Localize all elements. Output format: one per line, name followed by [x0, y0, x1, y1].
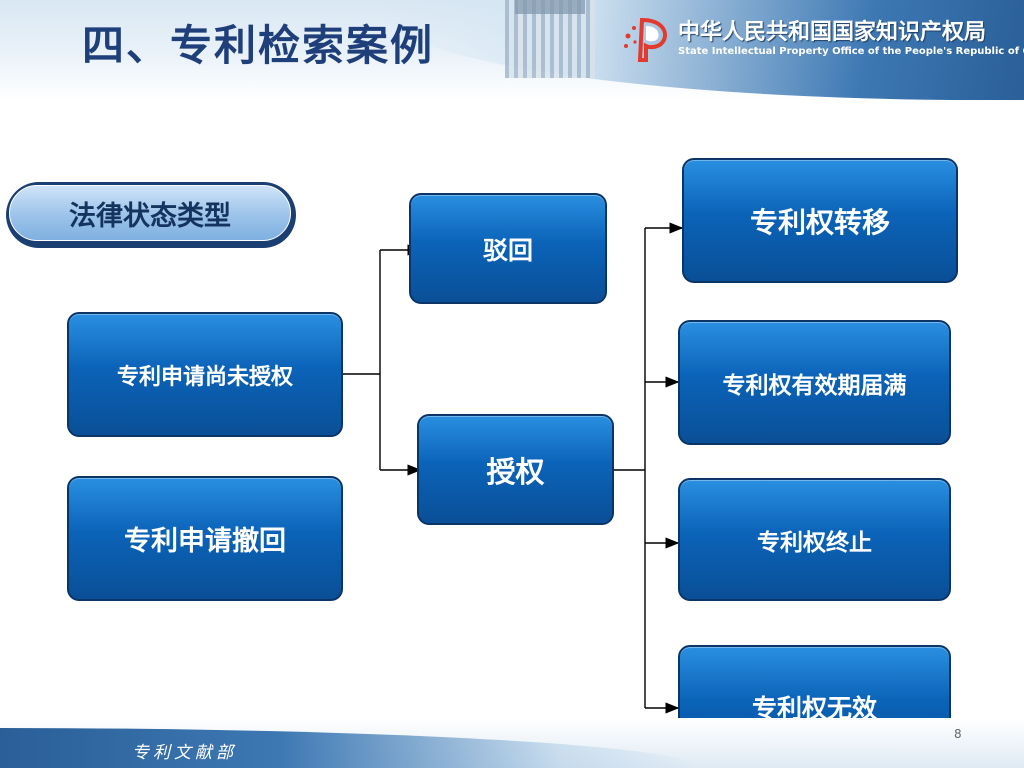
logo-chinese-name: 中华人民共和国国家知识产权局 [678, 20, 987, 45]
node-withdrawn: 专利申请撤回 [67, 476, 343, 601]
section-label-pill: 法律状态类型 [6, 182, 296, 248]
node-transfer: 专利权转移 [682, 158, 958, 283]
node-pending: 专利申请尚未授权 [67, 312, 343, 437]
sipo-emblem-icon [624, 17, 667, 62]
building-roof [515, 0, 585, 14]
footer-department: 专利文献部 [132, 743, 237, 763]
page-title: 四、专利检索案例 [82, 21, 435, 70]
sipo-logo: 中华人民共和国国家知识产权局 State Intellectual Proper… [620, 14, 1024, 64]
section-label: 法律状态类型 [9, 185, 291, 241]
page-number: 8 [954, 727, 962, 741]
node-terminated: 专利权终止 [678, 478, 951, 601]
logo-english-name: State Intellectual Property Office of th… [678, 46, 1024, 57]
node-rejected: 驳回 [409, 193, 607, 304]
node-expired: 专利权有效期届满 [678, 320, 951, 445]
node-granted: 授权 [417, 414, 614, 525]
